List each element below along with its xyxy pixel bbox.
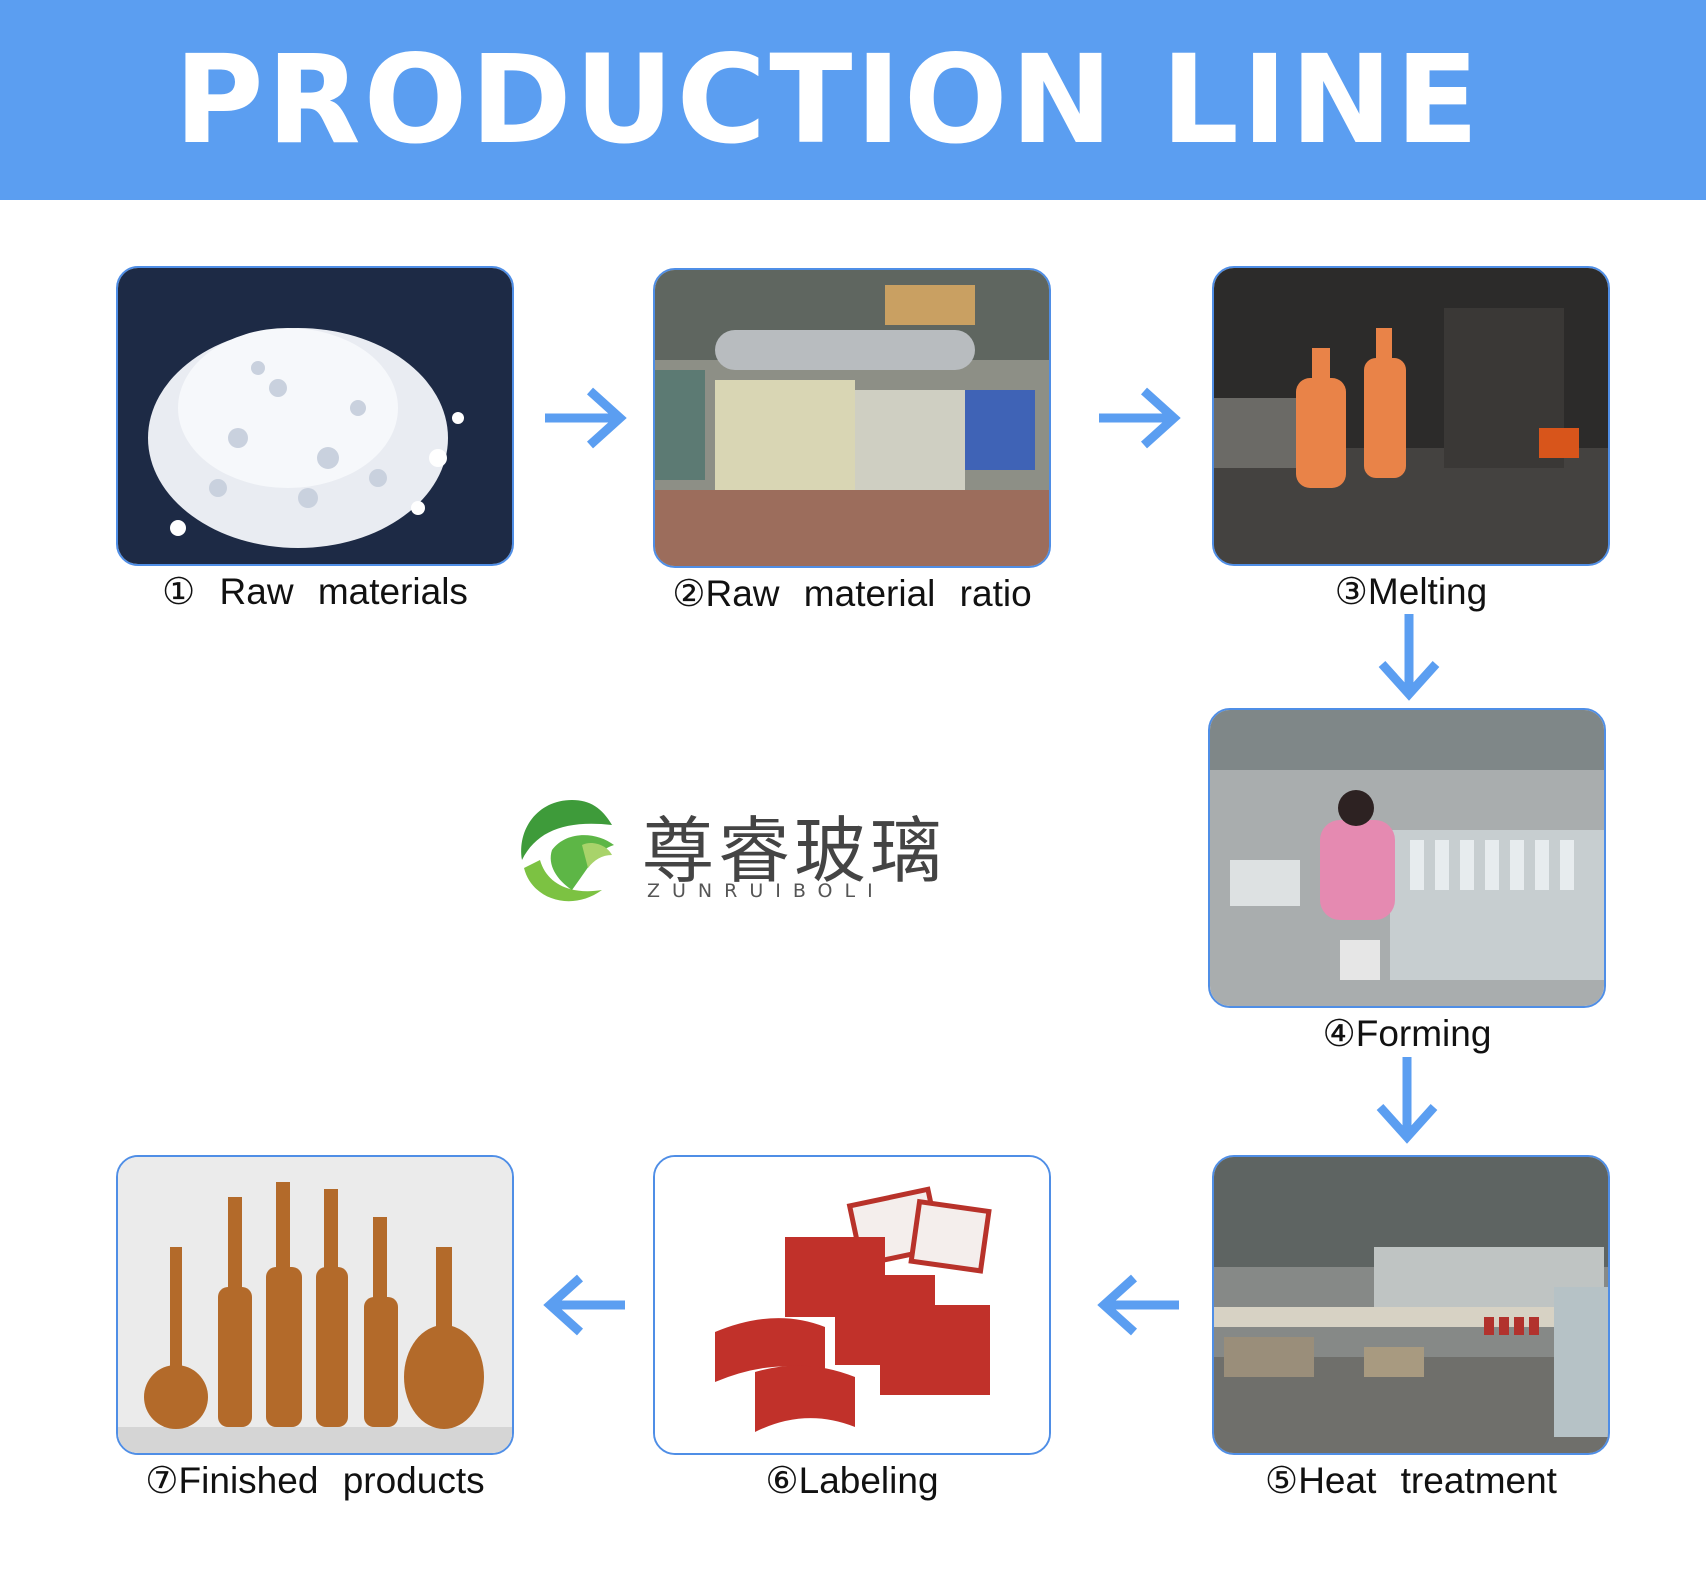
- step-forming: ④Forming: [1208, 708, 1606, 1055]
- step-raw-materials: ① Raw materials: [116, 266, 514, 613]
- green-leaf-bird-icon: [521, 800, 614, 902]
- arrow-left-icon: [1094, 1270, 1184, 1340]
- arrow-down-icon: [1374, 612, 1444, 702]
- photo-melting: [1212, 266, 1610, 566]
- step-raw-material-ratio: ②Raw material ratio: [653, 268, 1051, 615]
- arrow-right-icon: [1094, 383, 1184, 453]
- photo-labeling: [653, 1155, 1051, 1455]
- arrow-right-icon: [540, 383, 630, 453]
- step-caption: ②Raw material ratio: [672, 573, 1032, 614]
- company-logo: 尊睿玻璃 ZUNRUIBOLI: [512, 790, 942, 916]
- step-caption: ① Raw materials: [162, 571, 468, 612]
- photo-finished-products: [116, 1155, 514, 1455]
- step-melting: ③Melting: [1212, 266, 1610, 613]
- arrow-left-icon: [540, 1270, 630, 1340]
- header-banner: [0, 0, 1706, 200]
- step-caption: ⑥Labeling: [765, 1460, 939, 1501]
- step-caption: ⑦Finished products: [145, 1460, 485, 1501]
- photo-raw-material-ratio: [653, 268, 1051, 568]
- step-caption: ⑤Heat treatment: [1265, 1460, 1557, 1501]
- logo-name-en: ZUNRUIBOLI: [647, 880, 885, 902]
- photo-heat-treatment: [1212, 1155, 1610, 1455]
- page-title: PRODUCTION LINE: [174, 29, 1482, 171]
- photo-forming: [1208, 708, 1606, 1008]
- step-finished-products: ⑦Finished products: [116, 1155, 514, 1502]
- step-labeling: ⑥Labeling: [653, 1155, 1051, 1502]
- arrow-down-icon: [1372, 1055, 1442, 1145]
- step-heat-treatment: ⑤Heat treatment: [1212, 1155, 1610, 1502]
- photo-raw-materials: [116, 266, 514, 566]
- step-caption: ③Melting: [1334, 571, 1488, 612]
- step-caption: ④Forming: [1322, 1013, 1492, 1054]
- logo-name-cn: 尊睿玻璃: [642, 809, 947, 893]
